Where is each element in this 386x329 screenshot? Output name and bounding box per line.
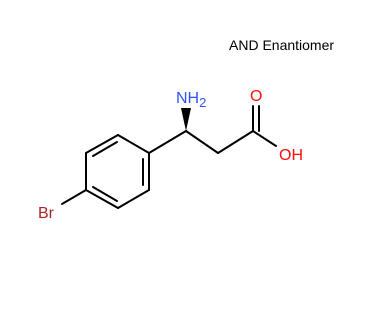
bromine-bond (61, 189, 87, 205)
ring-double-bond-3 (92, 141, 118, 157)
amine-label: NH2 (176, 90, 206, 110)
ring-bond-top (117, 134, 150, 154)
ring-bond-lower-left (85, 189, 119, 209)
ring-double-bond-2 (92, 186, 118, 202)
methylene-carboxyl-bond (217, 130, 254, 154)
chiral-methylene-bond (185, 130, 219, 154)
carbonyl-oxygen-label: O (250, 88, 262, 105)
ring-bond-upper-left (85, 134, 119, 154)
ring-bond-lower-right (117, 189, 150, 209)
bromine-label: Br (38, 205, 55, 222)
stereo-note: AND Enantiomer (229, 37, 335, 53)
aryl-chiral-bond (148, 130, 187, 154)
hydroxyl-bond (252, 130, 277, 147)
stereo-wedge (181, 108, 191, 131)
hydroxyl-label: OH (279, 147, 303, 164)
